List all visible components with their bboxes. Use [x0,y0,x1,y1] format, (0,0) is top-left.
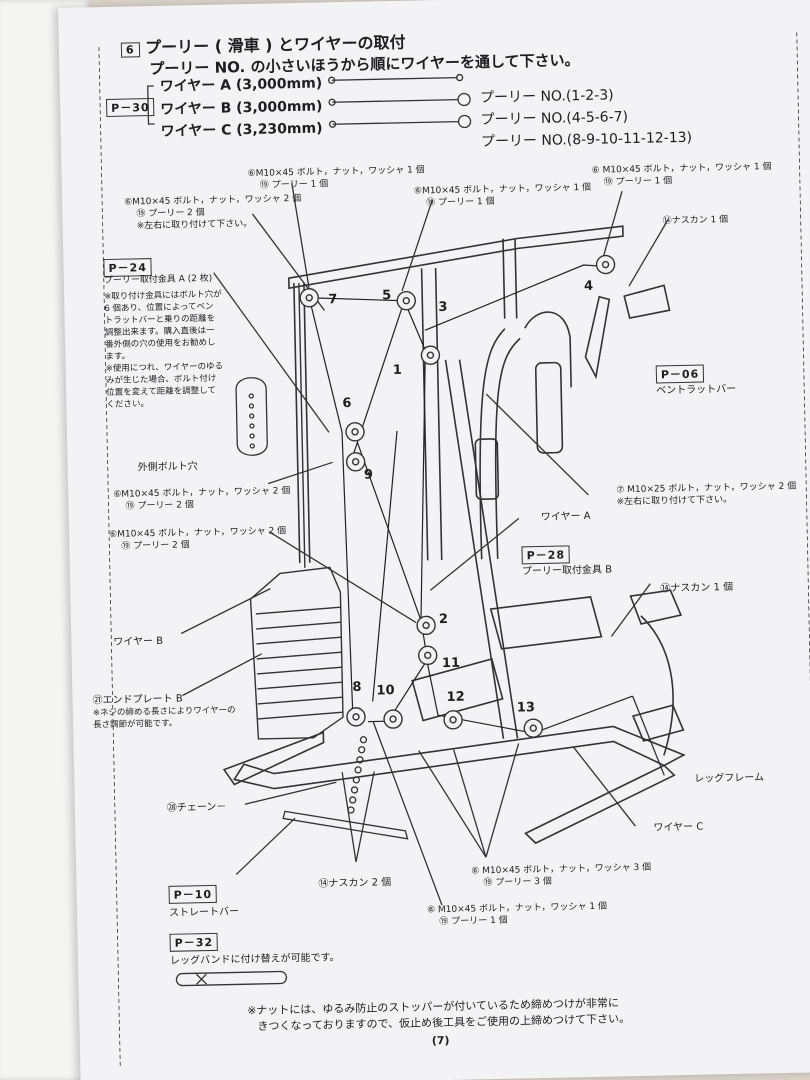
pulley-number: 12 [446,689,465,705]
outer-bolt-hole-label: 外側ボルト穴 [137,461,198,474]
annotation-pulley-10-12-13: ⑥ M10×45 ボルト，ナット，ワッシャ 3 個 ⑲ プーリー 3 個 [471,862,651,890]
p24-note: ※取り付け金具にはボルト穴が 6 個あり、位置によってベン トラットバーと乗りの… [104,289,224,411]
pulley-number: 10 [376,683,395,699]
pulley-number: 7 [328,292,338,308]
pulley-number: 4 [583,278,594,295]
pulley-number: 1 [392,362,402,379]
pulley-number: 9 [363,467,374,483]
end-plate-label: ㉑エンドプレート B [92,693,183,707]
step-number: 6 [120,42,140,58]
note-line: 番外側の穴の使用をお勧めし [105,337,216,351]
chain-label: ㉘チェーン－ [166,801,227,814]
pulleys [299,254,616,738]
leg-frame-label: レッグフレーム [694,772,765,785]
wire-b-callout: ワイヤー B [113,635,164,648]
pulley-bracket-icon [235,377,268,456]
wire-c-label: ワイヤー C (3,230mm) [160,120,323,140]
pulley-number: 2 [438,611,449,628]
note-line: 位置を変えて距離を調整して [106,385,217,399]
chain-icon [347,736,368,814]
pulley-number: 5 [382,288,392,304]
bent-lat-bar-label: ベントラットバー [656,383,737,397]
annotation-pulley-7: ⑥M10×45 ボルト，ナット，ワッシャ 1 個 ⑲ プーリー 1 個 [247,164,425,192]
pulley-number: 8 [352,679,362,695]
page-number: (7) [431,1033,450,1048]
pulley-bracket-b-label: プーリー取付金具 B [521,564,613,578]
ref-p32: P－32 [169,932,219,952]
annotation-pulley-8: ⑥ M10×45 ボルト，ナット，ワッシャ 1 個 ⑲ プーリー 1 個 [427,901,607,929]
annotation-pulley-5: ⑥M10×45 ボルト，ナット，ワッシャ 1 個 ⑲ プーリー 1 個 [414,182,592,210]
nascan-right-label: ⑭ナスカン 1 個 [660,581,734,595]
nascan-2-label: ⑭ナスカン 2 個 [318,877,392,890]
manual-page: 6 プーリー ( 滑車 ) とワイヤーの取付 プーリー NO. の小さいほうから… [58,0,810,1080]
leg-band-icon [175,970,288,987]
p24-title: プーリー取付金具 A (2 枚) [103,273,213,287]
pulley-number: 6 [342,395,352,412]
end-plate-note: ※ネジの締める長さによりワイヤーの 長さ調節が可能です。 [93,704,236,731]
annotation-top-left: ⑥M10×45 ボルト，ナット，ワッシャ 2 個 ⑲ プーリー 2 個 ※左右に… [124,193,302,233]
wire-a-label: ワイヤー A (3,000mm) [159,75,323,95]
annotation-pulley-2-11: ⑥M10×45 ボルト，ナット，ワッシャ 2 個 ⑲ プーリー 2 個 [109,525,287,553]
annotation-bolt-25: ⑦ M10×25 ボルト，ナット，ワッシャ 2 個 ※左右に取り付けて下さい。 [616,481,796,509]
wire-b-label: ワイヤー B (3,000mm) [160,98,323,118]
pulley-number: 3 [438,299,448,316]
gym-machine-diagram [98,32,810,1067]
nascan-top-label: ⑭ナスカン 1 個 [662,214,729,227]
wire-a-callout: ワイヤー A [540,510,591,523]
straight-bar-label: ストレートバー [168,906,240,919]
weight-stack [249,282,344,740]
note-line: ください。 [106,399,150,411]
wire-a-pulleys: プーリー NO.(1-2-3) [479,87,614,107]
ref-p10: P－10 [168,884,218,904]
wire-b-pulleys: プーリー NO.(4-5-6-7) [480,109,629,129]
wire-c-callout: ワイヤー C [653,821,704,834]
wire-icons [328,73,472,129]
annotation-pulley-4: ⑥ M10×45 ボルト，ナット，ワッシャ 1 個 ⑲ プーリー 1 個 [591,161,772,189]
straight-bar-icon [282,810,409,840]
pulley-number: 11 [441,655,461,672]
pulley-number: 13 [516,700,536,716]
ref-p30: P－30 [105,97,155,117]
annotation-pulley-6-9: ⑥M10×45 ボルト，ナット，ワッシャ 2 個 ⑲ プーリー 2 個 [113,485,291,513]
